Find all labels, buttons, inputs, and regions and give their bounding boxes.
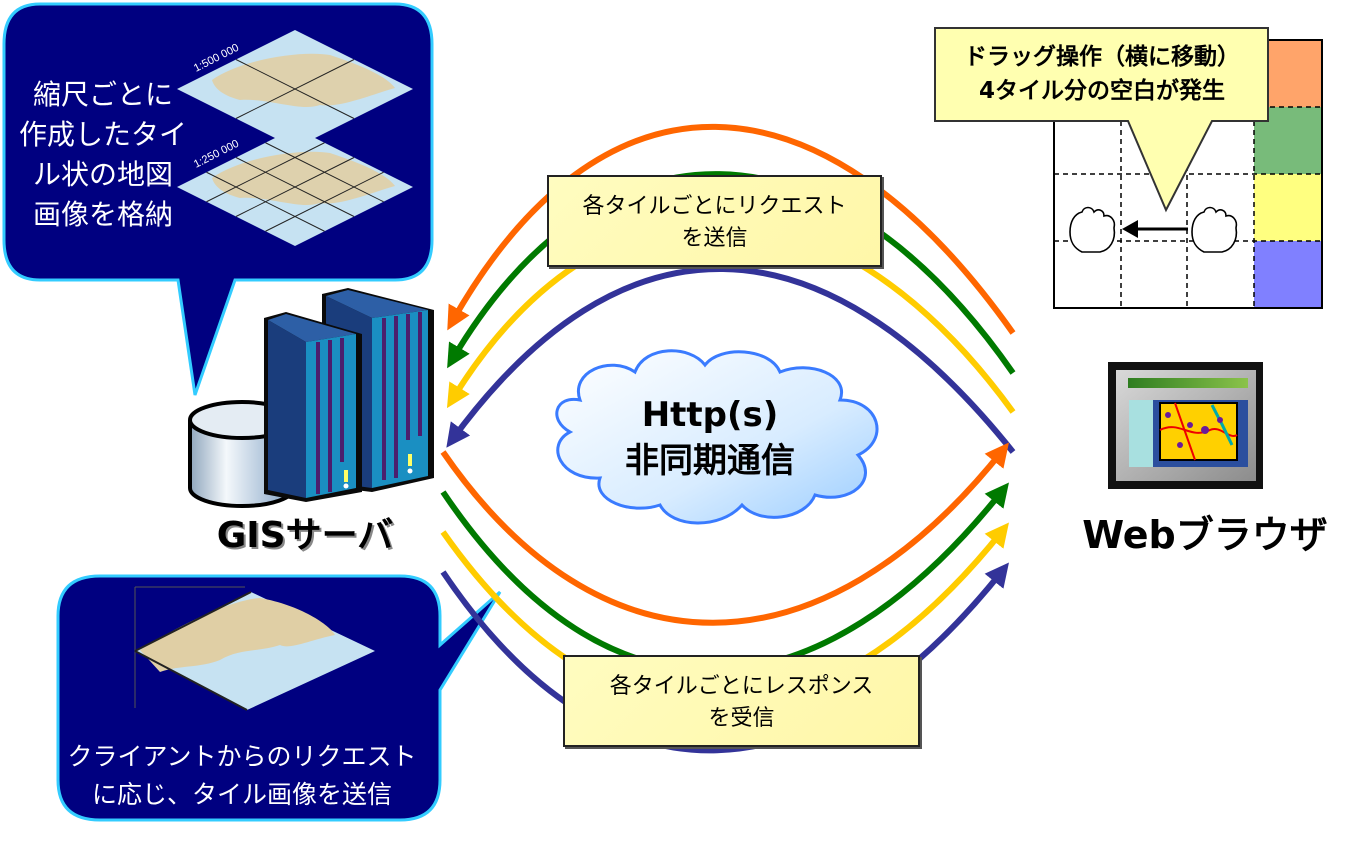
browser-icon: [1108, 362, 1263, 489]
storage-bubble-text: 縮尺ごとに 作成したタイ ル状の地図 画像を格納: [8, 75, 198, 235]
tile-image-illustration: [134, 586, 375, 711]
drag-note-line-1: ドラッグ操作（横に移動）: [964, 44, 1240, 70]
gis-server-label: GISサーバ: [216, 515, 394, 556]
response-arrow-1: [440, 442, 1009, 626]
drag-callout: [934, 27, 1269, 213]
response-bubble-line-1: クライアントからのリクエスト: [67, 742, 417, 771]
hand-cursor-icon-end: [1069, 206, 1116, 253]
server-tower-front: [264, 312, 362, 502]
response-bubble-text: クライアントからのリクエスト に応じ、タイル画像を送信: [62, 738, 422, 814]
response-note: 各タイルごとにレスポンス を受信: [563, 655, 920, 747]
tile-pyramid-illustration: 1:500 000 1:250 000: [177, 30, 413, 246]
storage-line-3: ル状の地図: [32, 158, 173, 191]
request-arrow-2: [447, 171, 1016, 375]
tile-layer-1-500000: [177, 30, 413, 148]
drag-arrow-icon: [1122, 220, 1138, 238]
storage-line-4: 画像を格納: [32, 198, 173, 231]
new-tile-3: [1254, 174, 1321, 241]
request-arrow-4: [446, 266, 1016, 454]
new-tile-4: [1254, 241, 1321, 307]
request-note: 各タイルごとにリクエスト を送信: [547, 175, 882, 267]
protocol-label: Http(s) 非同期通信: [600, 392, 820, 484]
server-icon: [264, 288, 434, 502]
drag-note-text: ドラッグ操作（横に移動） 4タイル分の空白が発生: [938, 40, 1266, 108]
web-browser-label: Webブラウザ: [1082, 513, 1328, 557]
protocol-line-1: Http(s): [641, 395, 779, 435]
storage-line-1: 縮尺ごとに: [32, 78, 173, 111]
response-note-line-2: を受信: [708, 706, 775, 731]
protocol-line-2: 非同期通信: [625, 441, 795, 481]
response-bubble-line-2: に応じ、タイル画像を送信: [91, 780, 392, 809]
request-note-line-2: を送信: [681, 226, 748, 251]
request-arrows: [446, 123, 1016, 454]
storage-line-2: 作成したタイ: [18, 118, 187, 151]
tile-layer-1-250000: [177, 128, 413, 246]
response-note-line-1: 各タイルごとにレスポンス: [609, 674, 874, 699]
drag-note-line-2: 4タイル分の空白が発生: [978, 78, 1225, 104]
hand-cursor-icon-start: [1191, 206, 1238, 253]
http-cloud: [555, 349, 879, 525]
request-note-line-1: 各タイルごとにリクエスト: [582, 194, 847, 219]
response-arrow-4: [440, 562, 1009, 754]
request-arrow-1: [447, 123, 1016, 335]
